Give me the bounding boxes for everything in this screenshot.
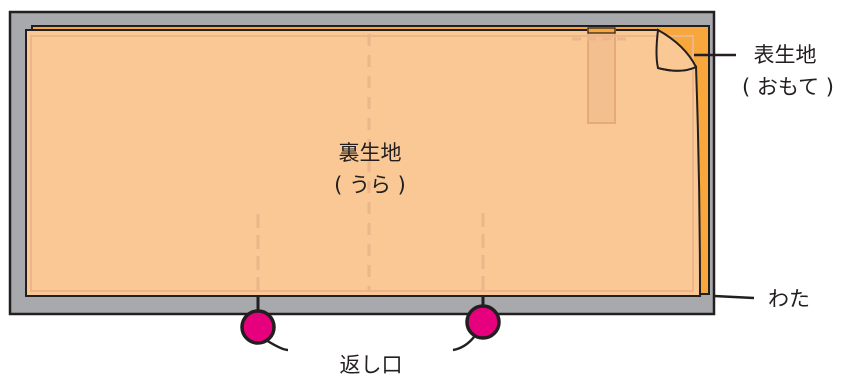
- hanging-loop-top: [587, 27, 616, 34]
- opening-marker-left: [240, 309, 276, 345]
- opening-leader-left: [265, 338, 289, 352]
- batting-leader: [713, 294, 755, 300]
- hanging-loop: [587, 29, 616, 124]
- batting-label: わた: [768, 287, 810, 311]
- outer-fabric-reading-label: ( おもて ): [742, 75, 834, 99]
- inner-fabric-reading-label: ( うら ): [334, 173, 406, 197]
- opening-leader-right: [452, 336, 475, 352]
- inner-fabric-label: 裏生地: [339, 141, 402, 165]
- outer-fabric-label: 表生地: [754, 43, 817, 67]
- folded-corner: [655, 28, 698, 72]
- turning-opening-label: 返し口: [340, 353, 403, 377]
- opening-marker-right: [465, 304, 501, 340]
- seam-allowance-line: [30, 35, 694, 292]
